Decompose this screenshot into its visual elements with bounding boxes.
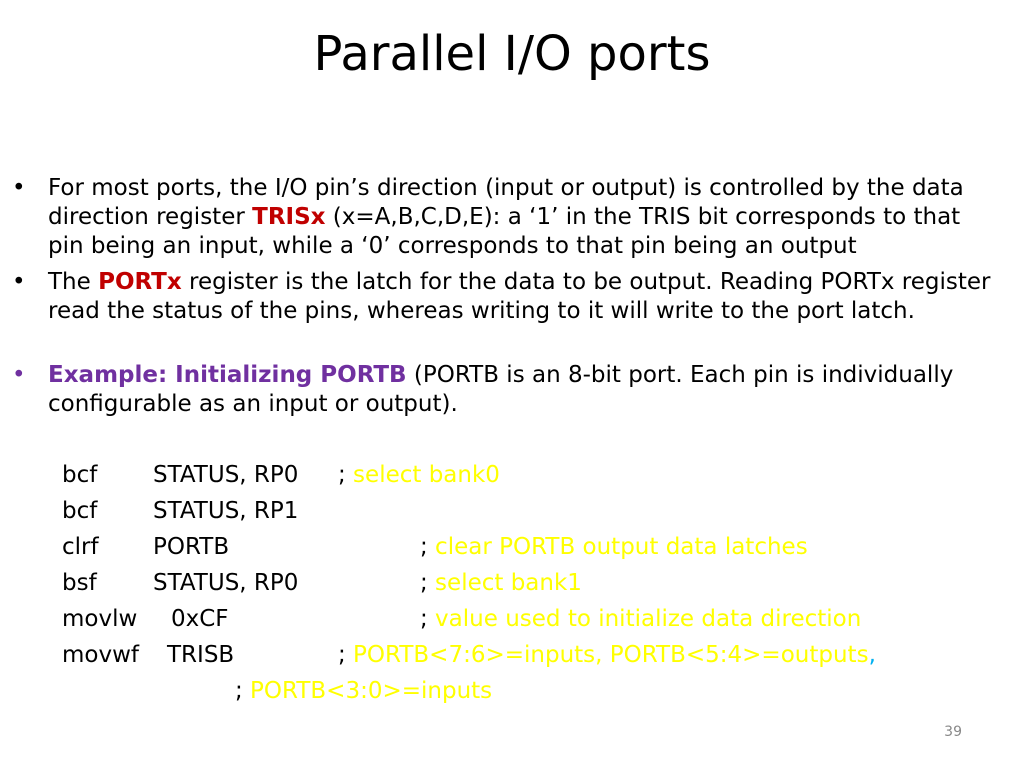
bullet-portx: • The PORTx register is the latch for th… (12, 268, 998, 326)
code-operand: STATUS, RP0 (153, 570, 299, 596)
code-comment: ; PORTB<3:0>=inputs (235, 677, 492, 706)
example-heading: Example: Initializing PORTB (48, 362, 407, 388)
bullet-text-post: register is the latch for the data to be… (48, 269, 991, 324)
code-mnemonic: bcf (62, 498, 98, 524)
bullet-text-pre: The (48, 269, 99, 295)
comment-text: clear PORTB output data latches (427, 534, 808, 560)
code-comment: ; select bank1 (420, 569, 582, 598)
code-comment: ; PORTB<7:6>=inputs, PORTB<5:4>=outputs, (338, 641, 876, 670)
comment-semicolon: ; (338, 642, 346, 668)
code-mnemonic: movlw (62, 606, 138, 632)
code-operand: PORTB (153, 534, 230, 560)
bullet-tris: • For most ports, the I/O pin’s directio… (12, 174, 998, 261)
page-number: 39 (944, 724, 962, 740)
code-comment: ; select bank0 (338, 461, 500, 490)
slide-title: Parallel I/O ports (313, 26, 711, 82)
code-comment: ; clear PORTB output data latches (420, 533, 808, 562)
code-operand: STATUS, RP1 (153, 498, 299, 524)
code-operand: 0xCF (171, 606, 229, 632)
comment-semicolon: ; (420, 534, 428, 560)
comment-semicolon: ; (420, 570, 428, 596)
comment-text: value used to initialize data direction (427, 606, 862, 632)
bullet-example: • Example: Initializing PORTB (PORTB is … (12, 361, 998, 419)
comment-text: PORTB<7:6>=inputs, PORTB<5:4>=outputs (345, 642, 869, 668)
bullet-marker: • (12, 362, 26, 388)
code-mnemonic: clrf (62, 534, 99, 560)
code-mnemonic: movwf (62, 642, 139, 668)
bullet-text-post: (PORTB is an 8-bit port. Each pin is ind… (48, 362, 954, 417)
comment-text: select bank0 (345, 462, 500, 488)
code-operand: STATUS, RP0 (153, 462, 299, 488)
code-operand: TRISB (167, 642, 235, 668)
trailing-comma: , (868, 642, 876, 668)
bullet-marker: • (12, 175, 26, 201)
portx-keyword: PORTx (98, 269, 182, 295)
code-mnemonic: bcf (62, 462, 98, 488)
code-comment: ; value used to initialize data directio… (420, 605, 861, 634)
code-mnemonic: bsf (62, 570, 97, 596)
bullet-marker: • (12, 269, 26, 295)
bullet-text-post: (x=A,B,C,D,E): a ‘1’ in the TRIS bit cor… (48, 204, 961, 259)
trisx-keyword: TRISx (252, 204, 326, 230)
comment-text: PORTB<3:0>=inputs (242, 678, 493, 704)
comment-text: select bank1 (427, 570, 582, 596)
comment-semicolon: ; (420, 606, 428, 632)
comment-semicolon: ; (235, 678, 243, 704)
bullet-text-pre: For most ports, the I/O pin’s direction … (48, 175, 964, 230)
comment-semicolon: ; (338, 462, 346, 488)
